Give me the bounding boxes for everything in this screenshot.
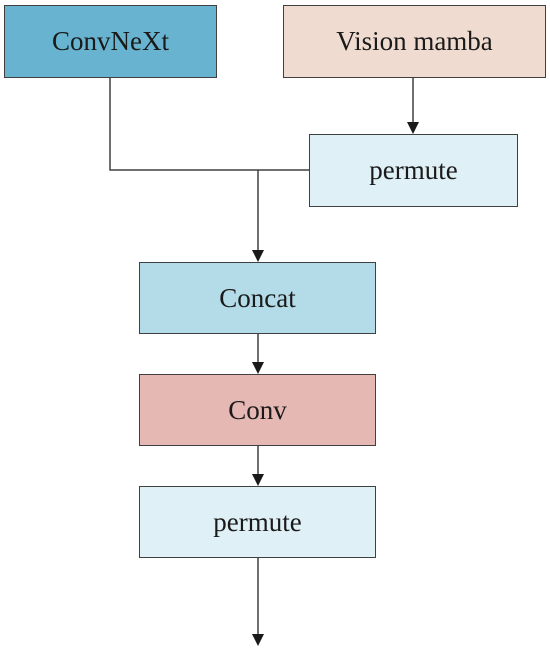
arrowhead-output: [252, 634, 264, 646]
arrowhead-conv-permute: [252, 474, 264, 486]
node-permute-bottom: permute: [139, 486, 376, 558]
node-conv: Conv: [139, 374, 376, 446]
node-permute-top: permute: [309, 134, 518, 207]
arrowhead-vmamba-permute: [407, 122, 419, 134]
node-vision-mamba: Vision mamba: [283, 5, 546, 78]
edge-convnext-merge: [109, 78, 309, 171]
arrowhead-merge-concat: [252, 250, 264, 262]
node-convnext: ConvNeXt: [4, 5, 217, 78]
arrowhead-concat-conv: [252, 362, 264, 374]
node-concat: Concat: [139, 262, 376, 334]
